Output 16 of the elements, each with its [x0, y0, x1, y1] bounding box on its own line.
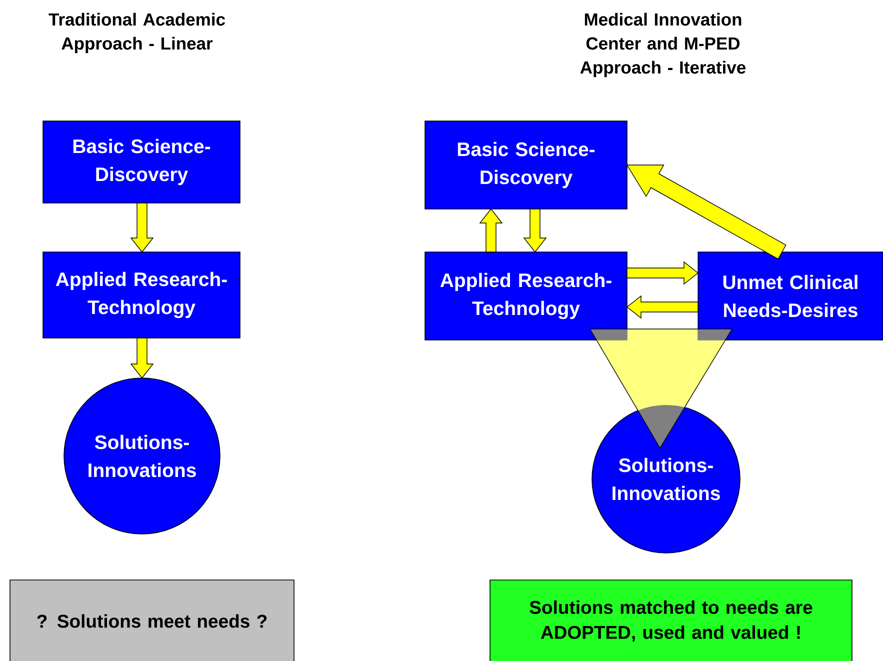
arrow	[130, 338, 154, 379]
heading: Medical Innovation Center and M-PED Approach - Iterative	[580, 12, 746, 78]
arrow	[626, 261, 699, 285]
heading: Traditional Academic Approach - Linear	[48, 12, 225, 54]
note-box: ? Solutions meet needs ?	[10, 580, 294, 661]
arrow	[626, 295, 698, 319]
arrow	[523, 208, 547, 253]
process-box: Basic Science-Discovery	[42, 120, 240, 204]
arrow	[130, 202, 154, 253]
process-box: Unmet Clinical Needs-Desires	[698, 252, 883, 340]
process-box: Applied Research-Technology	[42, 252, 240, 338]
arrow	[479, 208, 503, 252]
note-box: Solutions matched to needs are ADOPTED, used and valued !	[490, 580, 852, 661]
process-box: Basic Science-Discovery	[424, 120, 628, 210]
process-box: Applied Research-Technology	[424, 252, 628, 340]
arrow	[626, 164, 786, 260]
